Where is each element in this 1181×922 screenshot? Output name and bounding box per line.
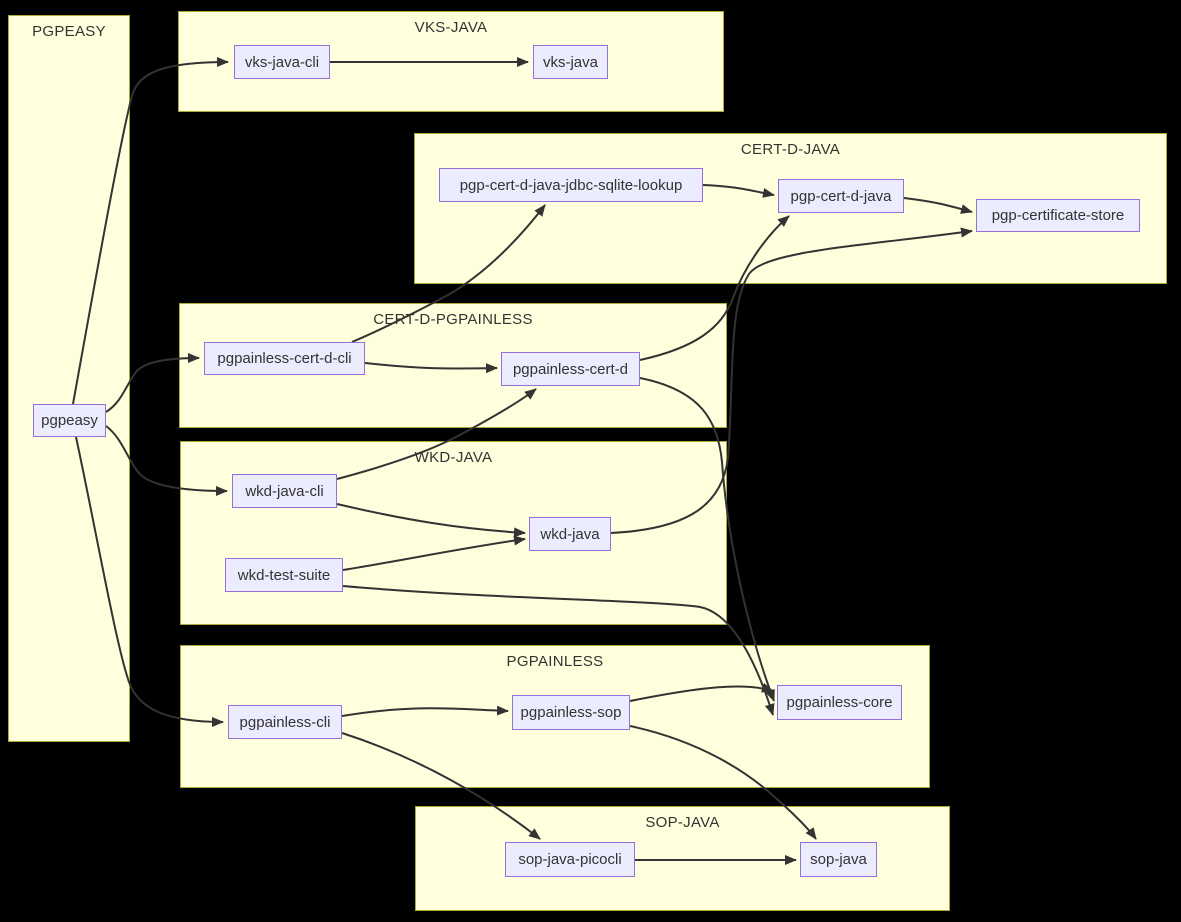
node-pgpainless-cli: pgpainless-cli (228, 705, 342, 739)
node-vks-java: vks-java (533, 45, 608, 79)
cluster-label: PGPEASY (32, 23, 106, 40)
node-pgp-cert-d-java: pgp-cert-d-java (778, 179, 904, 213)
node-wkd-java: wkd-java (529, 517, 611, 551)
node-wkd-java-cli: wkd-java-cli (232, 474, 337, 508)
node-pgp-certificate-store: pgp-certificate-store (976, 199, 1140, 232)
node-pgpeasy: pgpeasy (33, 404, 106, 437)
node-sop-java-picocli: sop-java-picocli (505, 842, 635, 877)
node-pgp-cert-d-java-jdbc-sqlite-lookup: pgp-cert-d-java-jdbc-sqlite-lookup (439, 168, 703, 202)
node-pgpainless-cert-d-cli: pgpainless-cert-d-cli (204, 342, 365, 375)
cluster-label: VKS-JAVA (414, 19, 488, 36)
node-vks-java-cli: vks-java-cli (234, 45, 330, 79)
node-sop-java: sop-java (800, 842, 877, 877)
node-pgpainless-sop: pgpainless-sop (512, 695, 630, 730)
node-pgpainless-core: pgpainless-core (777, 685, 902, 720)
node-pgpainless-cert-d: pgpainless-cert-d (501, 352, 640, 386)
node-wkd-test-suite: wkd-test-suite (225, 558, 343, 592)
cluster-label: CERT-D-JAVA (740, 141, 841, 158)
